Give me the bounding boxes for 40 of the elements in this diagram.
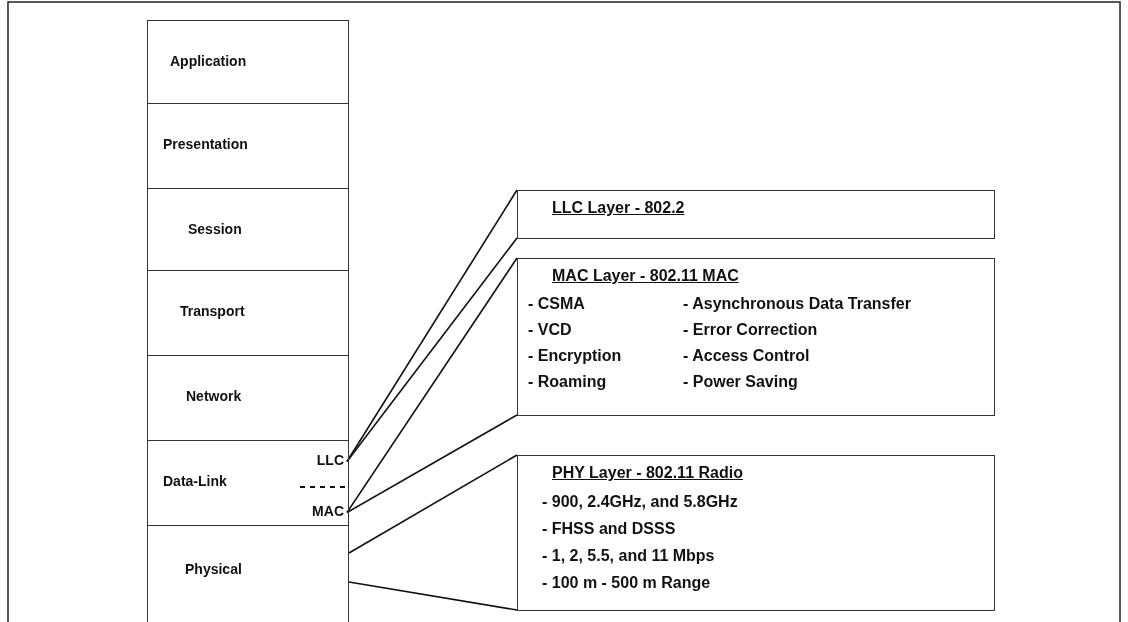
feature-item: - Asynchronous Data Transfer [683, 294, 912, 314]
sublayer-label: MAC [298, 503, 347, 522]
leader-line [346, 414, 518, 514]
layer-name: Network [186, 388, 242, 404]
leader-line [346, 189, 518, 463]
feature-item: - FHSS and DSSS [542, 519, 677, 539]
layer-box [147, 270, 349, 356]
layer-name: Physical [185, 561, 242, 577]
layer-name: Session [188, 221, 242, 237]
layer-box [147, 103, 349, 189]
layer-box [147, 525, 349, 622]
detail-box [517, 258, 995, 416]
leader-line [346, 237, 518, 463]
feature-item: - Roaming [528, 372, 608, 392]
layer-name: Data-Link [163, 473, 227, 489]
detail-box [517, 455, 995, 611]
leader-line [348, 581, 518, 611]
feature-item: - VCD [528, 320, 573, 340]
layer-heading: MAC Layer - 802.11 MAC [551, 267, 740, 285]
feature-item: - 900, 2.4GHz, and 5.8GHz [542, 492, 739, 512]
feature-item: - CSMA [528, 294, 586, 314]
layer-name: Application [170, 53, 247, 69]
sublayer-label: LLC [298, 452, 347, 471]
feature-item: - Error Correction [683, 320, 819, 340]
detail-box [517, 190, 995, 239]
leader-line [348, 454, 518, 554]
feature-item: - 100 m - 500 m Range [542, 573, 712, 593]
feature-item: - 1, 2, 5.5, and 11 Mbps [542, 546, 716, 566]
feature-item: - Power Saving [683, 372, 799, 392]
layer-box [147, 440, 349, 526]
layer-box [147, 355, 349, 441]
leader-line [346, 257, 518, 514]
feature-item: - Access Control [683, 346, 811, 366]
layer-heading: PHY Layer - 802.11 Radio [551, 464, 744, 482]
layer-name: Transport [180, 303, 245, 319]
layer-box [147, 20, 349, 104]
layer-box [147, 188, 349, 271]
layer-heading: LLC Layer - 802.2 [551, 199, 686, 217]
feature-item: - Encryption [528, 346, 623, 366]
layer-name: Presentation [163, 136, 248, 152]
